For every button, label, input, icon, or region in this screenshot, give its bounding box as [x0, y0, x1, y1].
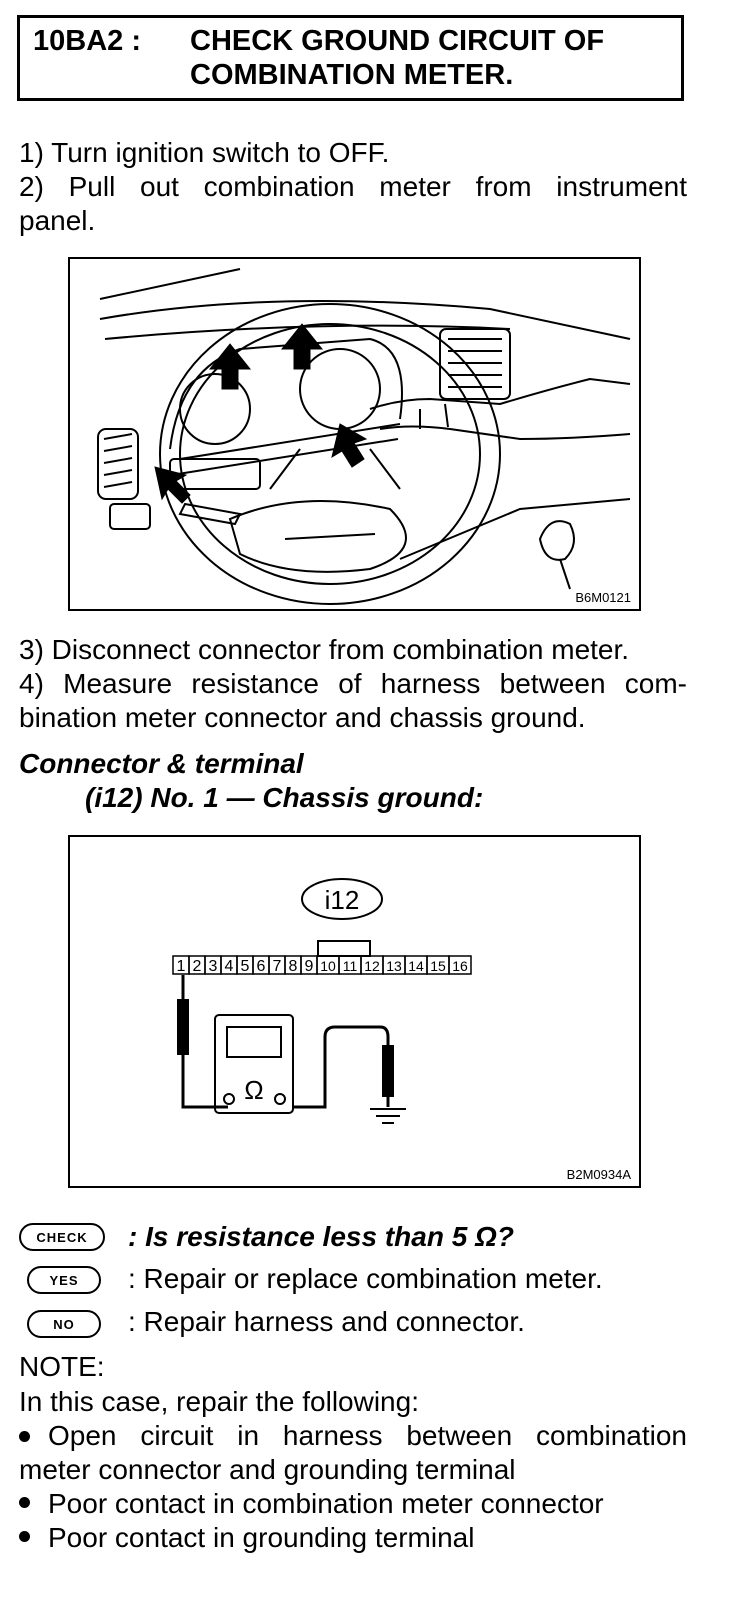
bullet-dot — [19, 1531, 30, 1543]
section-title-line2: COMBINATION METER. — [190, 59, 514, 91]
figure-1-code: B6M0121 — [575, 590, 631, 605]
note-intro: In this case, repair the following: — [19, 1386, 419, 1417]
connector-label-oval — [301, 878, 383, 920]
connector-latch — [317, 940, 371, 957]
step-2-line1: 2) Pull out combination meter from instr… — [19, 171, 687, 202]
terminal-number: 13 — [386, 958, 402, 974]
step-3: 3) Disconnect connector from combination… — [19, 634, 630, 665]
section-code: 10BA2 : — [33, 25, 141, 57]
connector-terminal-spec: (i12) No. 1 — Chassis ground: — [85, 782, 484, 813]
note-bullet-1-line2: meter connector and grounding terminal — [19, 1454, 516, 1485]
section-title: CHECK GROUND CIRCUIT OF COMBINATION METE… — [190, 24, 670, 92]
step-4-line1: 4) Measure resistance of harness between… — [19, 668, 687, 699]
terminal-number: 10 — [320, 958, 336, 974]
section-header: 10BA2 : CHECK GROUND CIRCUIT OF COMBINAT… — [17, 15, 684, 101]
note-bullet-2: Poor contact in combination meter connec… — [19, 1487, 604, 1521]
terminal-number: 14 — [408, 958, 424, 974]
step-1: 1) Turn ignition switch to OFF. — [19, 137, 390, 168]
dashboard-illustration: B6M0121 — [68, 257, 641, 611]
probe-right — [382, 1045, 394, 1097]
yes-action: : Repair or replace combination meter. — [128, 1263, 603, 1294]
terminal-number: 8 — [289, 958, 298, 975]
terminal-number: 7 — [273, 958, 282, 975]
no-action: : Repair harness and connector. — [128, 1306, 525, 1337]
step-4-line2: bination meter connector and chassis gro… — [19, 702, 586, 733]
check-question: : Is resistance less than 5 Ω? — [128, 1221, 515, 1252]
terminal-cell — [448, 955, 472, 975]
terminal-number: 12 — [364, 958, 380, 974]
figure-2-code: B2M0934A — [566, 1167, 631, 1182]
terminal-number: 1 — [177, 958, 186, 975]
dashboard-drawing — [97, 268, 631, 605]
connector-terminal-heading: Connector & terminal — [19, 748, 304, 779]
note-label: NOTE: — [19, 1351, 105, 1382]
terminal-number: 15 — [430, 958, 446, 974]
terminal-number: 4 — [225, 958, 234, 975]
terminal-number: 11 — [343, 958, 358, 974]
probe-left — [177, 999, 189, 1055]
bullet-dot — [19, 1431, 30, 1442]
yes-badge: YES — [27, 1266, 101, 1294]
connector-label: i12 — [325, 885, 360, 915]
note-bullet-3: Poor contact in grounding terminal — [19, 1521, 474, 1555]
note-bullet-1: Open circuit in harness between combinat… — [19, 1419, 687, 1453]
terminal-number: 5 — [241, 958, 250, 975]
terminal-number: 9 — [305, 958, 314, 975]
terminal-number: 2 — [193, 958, 202, 975]
note-bullet-1-line1: Open circuit in harness between combinat… — [48, 1420, 687, 1451]
terminal-number: 6 — [257, 958, 266, 975]
terminal-number: 3 — [209, 958, 218, 975]
step-2-line2: panel. — [19, 205, 96, 236]
note-bullet-2-text: Poor contact in combination meter connec… — [48, 1488, 604, 1519]
section-title-line1: CHECK GROUND CIRCUIT OF — [190, 25, 605, 57]
check-badge: CHECK — [19, 1223, 105, 1251]
terminal-number: 16 — [452, 958, 468, 974]
note-bullet-3-text: Poor contact in grounding terminal — [48, 1522, 475, 1553]
bullet-dot — [19, 1497, 30, 1509]
no-badge: NO — [27, 1310, 101, 1338]
ohm-symbol: Ω — [244, 1075, 263, 1105]
